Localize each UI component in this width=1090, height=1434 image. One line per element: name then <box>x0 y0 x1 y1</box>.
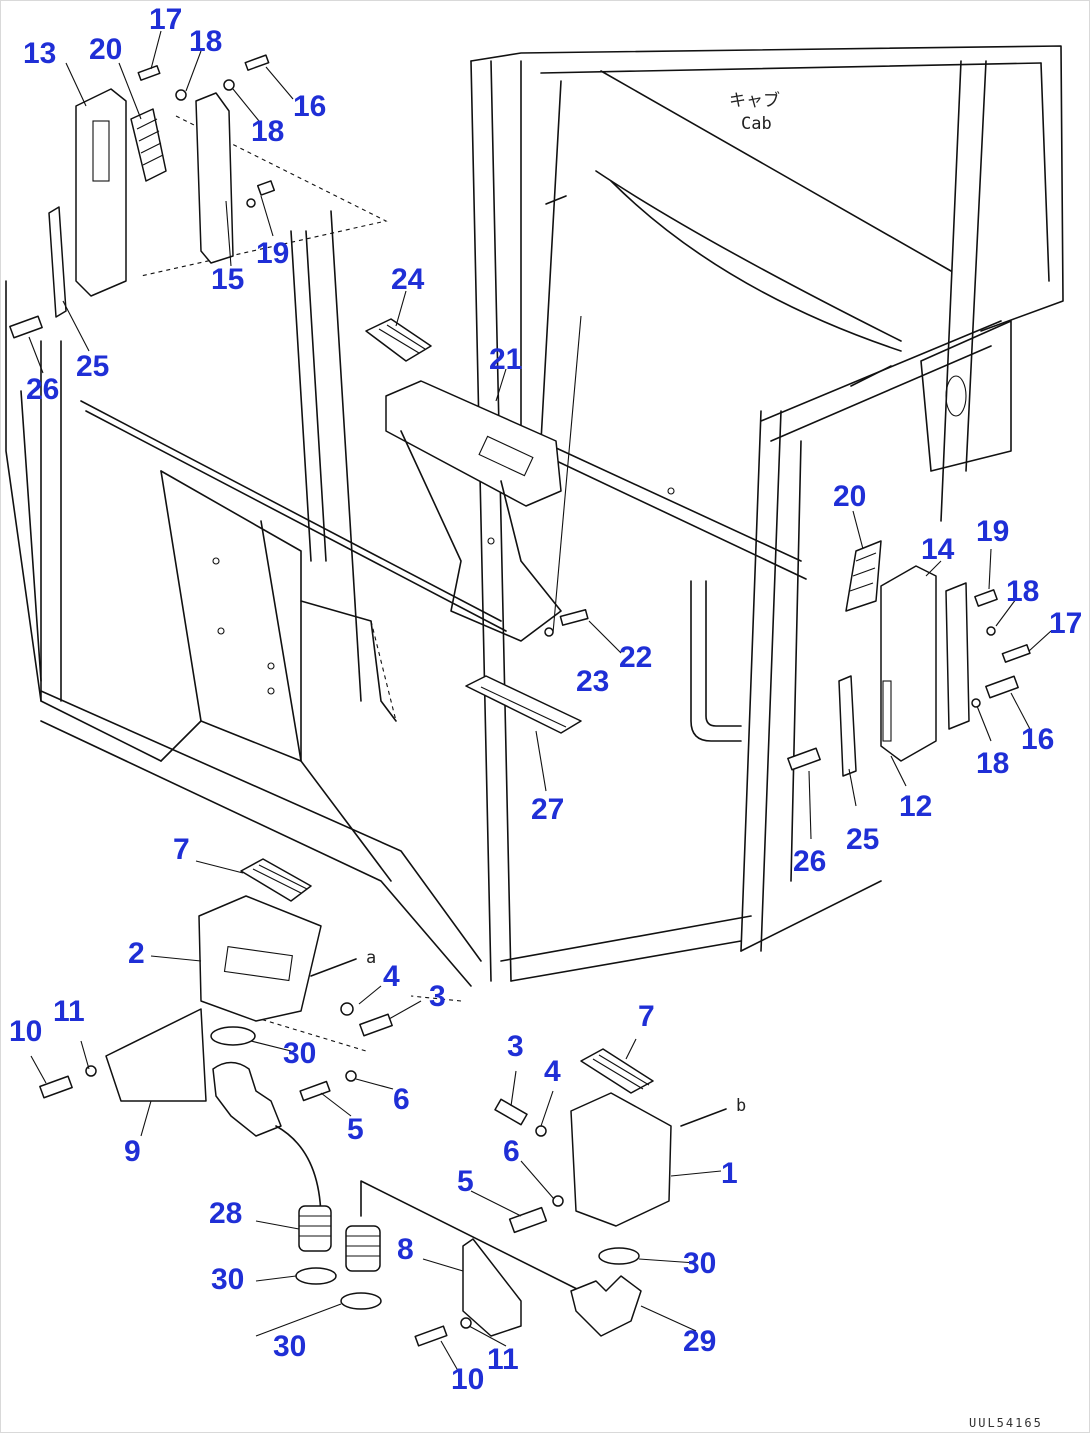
callout-4: 4 <box>544 1055 561 1088</box>
arrow-cab-right <box>850 365 892 387</box>
callout-3: 3 <box>507 1030 524 1063</box>
part-7-grille-lower <box>580 1048 654 1094</box>
arrow-cab-upper <box>545 195 567 205</box>
callout-1: 1 <box>721 1157 738 1190</box>
callout-10: 10 <box>451 1363 484 1396</box>
drawing-code: UUL54165 <box>969 1416 1043 1430</box>
callout-16: 16 <box>293 90 326 123</box>
part-12-14-duct <box>880 565 970 762</box>
svg-text:b: b <box>736 1096 746 1116</box>
callout-10: 10 <box>9 1015 42 1048</box>
callout-11: 11 <box>53 995 85 1028</box>
callout-20: 20 <box>89 33 122 66</box>
part-13-duct <box>75 88 127 297</box>
part-28-hose-right-bellows <box>345 1225 381 1272</box>
callout-30: 30 <box>211 1263 244 1296</box>
callout-19: 19 <box>256 237 289 270</box>
callout-8: 8 <box>397 1233 414 1266</box>
callout-13: 13 <box>23 37 56 70</box>
part-20-grille-upper <box>130 108 167 182</box>
arrow-b: b <box>680 1096 746 1127</box>
callout-21: 21 <box>489 343 522 376</box>
callout-26: 26 <box>26 373 59 406</box>
callout-9: 9 <box>124 1135 141 1168</box>
hose-right <box>360 1180 602 1302</box>
callout-18: 18 <box>1006 575 1039 608</box>
part-21-duct <box>385 380 562 642</box>
callout-18: 18 <box>189 25 222 58</box>
callout-27: 27 <box>531 793 564 826</box>
callout-19: 19 <box>976 515 1009 548</box>
callout-17: 17 <box>1049 607 1082 640</box>
part-9-cover <box>105 1008 207 1102</box>
callout-14: 14 <box>921 533 955 566</box>
callout-5: 5 <box>347 1113 364 1146</box>
callout-3: 3 <box>429 980 446 1013</box>
svg-text:a: a <box>366 948 376 968</box>
cab-label-jp: キャブ <box>729 90 780 111</box>
callout-20: 20 <box>833 480 866 513</box>
callout-6: 6 <box>393 1083 410 1116</box>
callout-22: 22 <box>619 641 652 674</box>
leader-lines <box>28 30 1052 1377</box>
part-24-grille <box>365 318 432 362</box>
callout-6: 6 <box>503 1135 520 1168</box>
callout-7: 7 <box>638 1000 655 1033</box>
callout-23: 23 <box>576 665 609 698</box>
part-25-seal-lower <box>838 675 857 777</box>
callout-4: 4 <box>383 960 400 993</box>
part-15-bracket <box>195 92 234 264</box>
part-23-washer <box>544 627 554 637</box>
callout-12: 12 <box>899 790 932 823</box>
cab-label-en: Cab <box>741 114 772 134</box>
part-30-clamp-upper-left <box>210 1026 256 1046</box>
callout-30: 30 <box>283 1037 316 1070</box>
callout-28: 28 <box>209 1197 242 1230</box>
part-30-clamp-mid-left <box>295 1267 337 1285</box>
callout-30: 30 <box>683 1247 716 1280</box>
callout-labels: 13 20 17 18 16 18 15 19 24 25 26 21 20 1… <box>9 3 1082 1396</box>
part-27-grille <box>465 675 582 734</box>
callout-16: 16 <box>1021 723 1054 756</box>
part-7-grille-upper <box>240 858 312 902</box>
callout-15: 15 <box>211 263 244 296</box>
part-22-bolt <box>559 609 589 626</box>
bolts-lower <box>39 1002 564 1347</box>
part-20-grille-lower <box>845 540 882 612</box>
callout-7: 7 <box>173 833 190 866</box>
callout-18: 18 <box>251 115 284 148</box>
callout-11: 11 <box>487 1343 519 1376</box>
part-2-duct <box>198 895 322 1022</box>
callout-29: 29 <box>683 1325 716 1358</box>
part-30-clamp-lower-left <box>340 1292 382 1310</box>
callout-18: 18 <box>976 747 1009 780</box>
arrow-a: a <box>310 948 376 977</box>
callout-2: 2 <box>128 937 145 970</box>
part-29-elbow-right <box>570 1275 642 1337</box>
part-28-hose-left-bellows <box>298 1205 332 1252</box>
bolts-upper-left <box>9 54 276 339</box>
cab-frame <box>5 45 1064 1052</box>
part-29-elbow-left <box>212 1061 282 1137</box>
part-8-bracket <box>462 1238 522 1337</box>
callout-30: 30 <box>273 1330 306 1363</box>
callout-26: 26 <box>793 845 826 878</box>
part-25-seal-upper <box>48 206 67 318</box>
callout-5: 5 <box>457 1165 474 1198</box>
part-30-clamp-right <box>598 1247 640 1265</box>
callout-24: 24 <box>391 263 425 296</box>
callout-17: 17 <box>149 3 182 36</box>
bolts-right <box>787 589 1031 771</box>
part-1-duct <box>570 1092 672 1227</box>
callout-25: 25 <box>76 350 109 383</box>
callout-25: 25 <box>846 823 879 856</box>
